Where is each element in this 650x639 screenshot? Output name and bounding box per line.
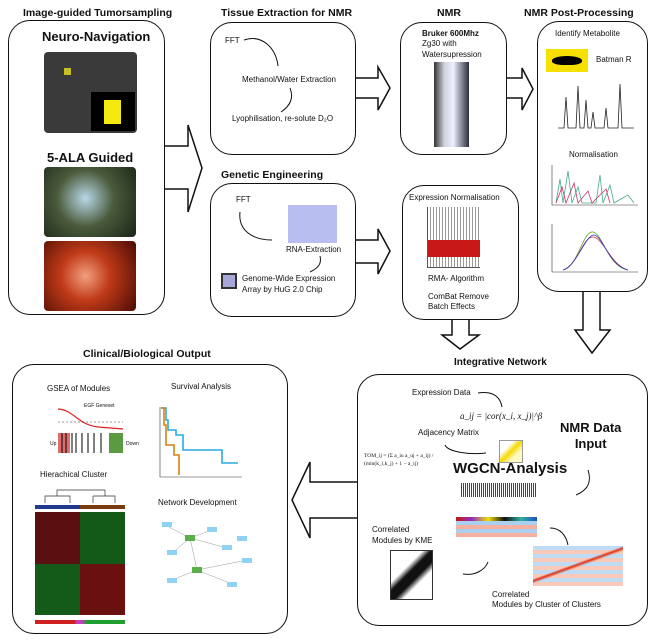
kme-scatter-plot <box>390 550 433 600</box>
section-title-genetic: Genetic Engineering <box>221 169 324 181</box>
combat-line1: ComBat Remove <box>428 292 489 301</box>
fluorescence-surgery-image <box>44 167 136 237</box>
section-title-clinical: Clinical/Biological Output <box>83 348 211 360</box>
tubes-image <box>288 205 337 243</box>
wgcn-analysis-label: WGCN-Analysis <box>453 460 568 477</box>
kme-line2: Modules by KME <box>372 536 433 545</box>
lyophilisation-step: Lyophilisation, re-solute D₂O <box>232 114 334 123</box>
network-graph <box>162 522 252 587</box>
survival-label: Survival Analysis <box>171 382 232 391</box>
arrow-post-down <box>573 292 612 355</box>
adjacency-formula: a_ij = |cor(x_i, x_j)|^β <box>460 411 543 421</box>
nmr-machine-image <box>434 62 469 147</box>
adjacency-matrix-label: Adjacency Matrix <box>418 428 479 437</box>
egf-label: EGF Geneset <box>84 403 115 409</box>
nmr-spectrum <box>558 83 634 129</box>
arrow-sampling-to-extraction <box>165 124 203 213</box>
expression-data-label: Expression Data <box>412 388 471 397</box>
adjacency-matrix-image <box>499 440 523 463</box>
gsea-plot: EGF Geneset Up Down <box>50 403 139 455</box>
gene-dendrogram <box>460 483 537 497</box>
section-title-post: NMR Post-Processing <box>524 7 634 19</box>
fft-label-genetic: FFT <box>236 195 251 204</box>
batman-logo <box>546 49 588 72</box>
module-trait-heatmap <box>456 517 537 537</box>
arrow-integrative-to-clinical <box>291 461 357 539</box>
combat-line2: Batch Effects <box>428 302 475 311</box>
gsea-label: GSEA of Modules <box>47 384 111 393</box>
nmr-spec3: Watersupression <box>422 50 482 59</box>
expression-title: Expression Normalisation <box>409 193 500 202</box>
arrow-expression-down <box>439 320 482 350</box>
arrow-genetic-to-expression <box>356 228 391 275</box>
nmr-spec1: Bruker 600Mhz <box>422 29 479 38</box>
section-title-nmr: NMR <box>437 7 461 19</box>
rma-label: RMA- Algorithm <box>428 274 485 283</box>
normalisation-chart-2 <box>551 224 638 273</box>
survival-plot <box>159 407 242 478</box>
up-label: Up <box>50 441 57 447</box>
sample-annotation-bar <box>35 620 125 624</box>
section-title-tumorsampling: Image-guided Tumorsampling <box>23 7 173 19</box>
section-title-tissue: Tissue Extraction for NMR <box>221 7 353 19</box>
neuro-navigation-label: Neuro-Navigation <box>42 29 151 44</box>
kme-line1: Correlated <box>372 525 410 534</box>
cc-line2: Modules by Cluster of Clusters <box>492 600 601 609</box>
section-title-integrative: Integrative Network <box>454 357 547 368</box>
tissue-panel <box>210 22 356 155</box>
fft-label: FFT <box>225 36 240 45</box>
surgery-image <box>44 241 136 311</box>
rna-extraction-step: RNA-Extraction <box>286 245 342 254</box>
boxplot-chart <box>427 207 480 268</box>
normalisation-label: Normalisation <box>569 150 618 159</box>
identify-label: Identify Metabolite <box>555 29 620 38</box>
cluster-bar <box>35 505 125 509</box>
arrow-nmr-to-post <box>507 67 534 111</box>
network-label: Network Development <box>158 498 237 507</box>
nmr-data-line2: Input <box>574 436 607 451</box>
chip-icon <box>221 273 237 289</box>
dendrogram <box>44 489 116 503</box>
normalisation-chart-1 <box>551 165 638 206</box>
mri-image <box>44 52 137 133</box>
cluster-of-clusters-heatmap <box>533 546 623 586</box>
cc-line1: Correlated <box>492 590 530 599</box>
hier-cluster-label: Hierachical Cluster <box>40 470 108 479</box>
heatmap <box>35 512 125 615</box>
methanol-step: Methanol/Water Extraction <box>242 75 336 84</box>
array-line1: Genome-Wide Expression <box>242 274 336 283</box>
array-line2: Array by HuG 2.0 Chip <box>242 285 323 294</box>
tom-formula: TOM_ij = (Σ a_iu a_uj + a_ij) / (min(k_i… <box>364 453 434 467</box>
nmr-spec2: Zg30 with <box>422 39 457 48</box>
5-ala-label: 5-ALA Guided <box>47 150 134 165</box>
nmr-data-line1: NMR Data <box>560 420 622 435</box>
arrow-tissue-to-nmr <box>356 64 391 111</box>
batman-label: Batman R <box>596 55 632 64</box>
down-label: Down <box>126 441 139 447</box>
